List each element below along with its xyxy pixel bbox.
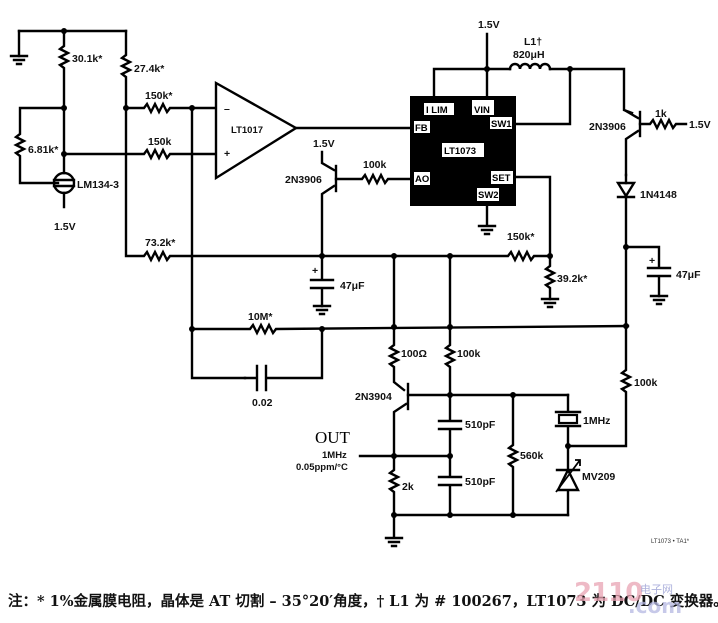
wire-sw1 bbox=[514, 67, 572, 126]
label-opamp: LT1017 bbox=[231, 125, 263, 136]
resistor-100k-mid bbox=[443, 254, 457, 397]
label-r-1k: 1k bbox=[655, 108, 667, 120]
watermark-sub: 电子网 bbox=[640, 583, 673, 596]
pin-set: SET bbox=[492, 173, 511, 184]
resistor-2k bbox=[387, 454, 401, 517]
label-r-10M: 10M* bbox=[248, 311, 273, 323]
label-sensor-supply: 1.5V bbox=[54, 221, 76, 233]
resistor-73k2 bbox=[124, 106, 324, 263]
label-c-plus-left: + bbox=[312, 265, 318, 277]
resistor-560k bbox=[506, 393, 520, 517]
capacitor-47uf-left bbox=[309, 254, 335, 316]
figure-id: LT1073 • TA1* bbox=[651, 539, 690, 545]
ic-pin-labels: I LIM VIN FB SW1 LT1073 AO SET SW2 bbox=[414, 100, 513, 201]
label-c-0-02: 0.02 bbox=[252, 397, 273, 409]
lm134-current-source bbox=[52, 152, 76, 209]
resistor-27k4 bbox=[119, 29, 133, 110]
label-r-100ohm: 100Ω bbox=[401, 348, 427, 360]
label-diode: 1N4148 bbox=[640, 189, 677, 201]
label-r-560k: 560k bbox=[520, 450, 544, 462]
footnote: 注：* 1%金属膜电阻，晶体是 AT 切割 – 35°20′角度，† L1 为 … bbox=[8, 593, 718, 610]
label-r-39k2: 39.2k* bbox=[557, 273, 588, 285]
capacitor-47uf-right bbox=[624, 245, 672, 306]
label-c-510p-bot: 510pF bbox=[465, 476, 496, 488]
label-q-osc: 2N3904 bbox=[355, 391, 392, 403]
resistor-39k2 bbox=[543, 254, 557, 301]
label-c-510p-top: 510pF bbox=[465, 419, 496, 431]
label-q-left: 2N3906 bbox=[285, 174, 322, 186]
resistor-10M bbox=[190, 322, 630, 336]
watermark-logo: 2110 bbox=[574, 578, 643, 608]
watermark-domain: .com bbox=[628, 594, 683, 618]
resistor-100k-right bbox=[566, 324, 633, 448]
capacitor-510pf-bottom bbox=[437, 454, 463, 517]
label-inductor-value: 820μH bbox=[513, 49, 545, 61]
transistor-2n3904 bbox=[392, 382, 570, 458]
wire bbox=[190, 106, 247, 380]
opamp-plus-sign: + bbox=[224, 148, 230, 160]
label-r-27k4: 27.4k* bbox=[134, 63, 165, 75]
label-out-freq: 1MHz bbox=[322, 450, 347, 461]
label-r-100k-right: 100k bbox=[634, 377, 658, 389]
transistor-2n3906-left bbox=[320, 150, 412, 258]
label-out: OUT bbox=[315, 428, 351, 447]
label-r-150k-set: 150k* bbox=[507, 231, 535, 243]
label-q-left-supply: 1.5V bbox=[313, 138, 335, 150]
label-r-2k: 2k bbox=[402, 481, 414, 493]
label-vin-supply: 1.5V bbox=[478, 19, 500, 31]
label-varactor: MV209 bbox=[582, 471, 615, 483]
wire bbox=[432, 32, 489, 98]
resistor-100ohm bbox=[387, 254, 406, 392]
label-r-100k-ao: 100k bbox=[363, 159, 387, 171]
label-c-47u-right: 47μF bbox=[676, 269, 701, 281]
junction bbox=[447, 512, 453, 518]
opamp-minus-sign: – bbox=[224, 103, 230, 115]
pin-sw2: SW2 bbox=[478, 190, 499, 201]
label-q-right: 2N3906 bbox=[589, 121, 626, 133]
diode-1n4148 bbox=[615, 173, 637, 328]
ground-symbol-39k2 bbox=[540, 297, 560, 309]
pin-ilim: I LIM bbox=[426, 105, 448, 116]
resistor-150k-plus bbox=[62, 147, 216, 161]
ground-symbol-top-left bbox=[9, 29, 29, 66]
label-out-stability: 0.05ppm/°C bbox=[296, 462, 348, 473]
label-q-right-supply: 1.5V bbox=[689, 119, 711, 131]
ground-symbol-osc bbox=[384, 513, 404, 548]
label-inductor: L1† bbox=[524, 36, 542, 48]
wire-set bbox=[514, 175, 552, 258]
crystal-1mhz bbox=[554, 393, 582, 448]
capacitor-510pf-top bbox=[437, 393, 463, 458]
label-ic: LT1073 bbox=[444, 146, 476, 157]
label-c-plus-right: + bbox=[649, 255, 655, 267]
opamp-lt1017 bbox=[214, 80, 299, 181]
pin-fb: FB bbox=[415, 123, 428, 134]
label-r-100k-mid: 100k bbox=[457, 348, 481, 360]
pin-vin: VIN bbox=[474, 105, 490, 116]
label-r-30k1: 30.1k* bbox=[72, 53, 103, 65]
label-r-73k2: 73.2k* bbox=[145, 237, 176, 249]
transistor-2n3906-right bbox=[624, 109, 688, 177]
label-r-150k-plus: 150k bbox=[148, 136, 172, 148]
ground-symbol-sw2 bbox=[477, 204, 497, 236]
label-lm134: LM134-3 bbox=[77, 179, 119, 191]
label-c-47u-left: 47μF bbox=[340, 280, 365, 292]
resistor-30k1 bbox=[57, 29, 71, 110]
resistor-6k81 bbox=[13, 106, 66, 185]
pin-sw1: SW1 bbox=[491, 119, 512, 130]
varactor-mv209 bbox=[555, 444, 581, 517]
resistor-150k-minus bbox=[124, 101, 216, 115]
label-r-6k81: 6.81k* bbox=[28, 144, 59, 156]
label-crystal: 1MHz bbox=[583, 415, 610, 427]
capacitor-0-02 bbox=[243, 327, 324, 392]
resistor-150k-set bbox=[320, 249, 552, 263]
label-r-150k-minus: 150k* bbox=[145, 90, 173, 102]
pin-ao: AO bbox=[415, 174, 429, 185]
